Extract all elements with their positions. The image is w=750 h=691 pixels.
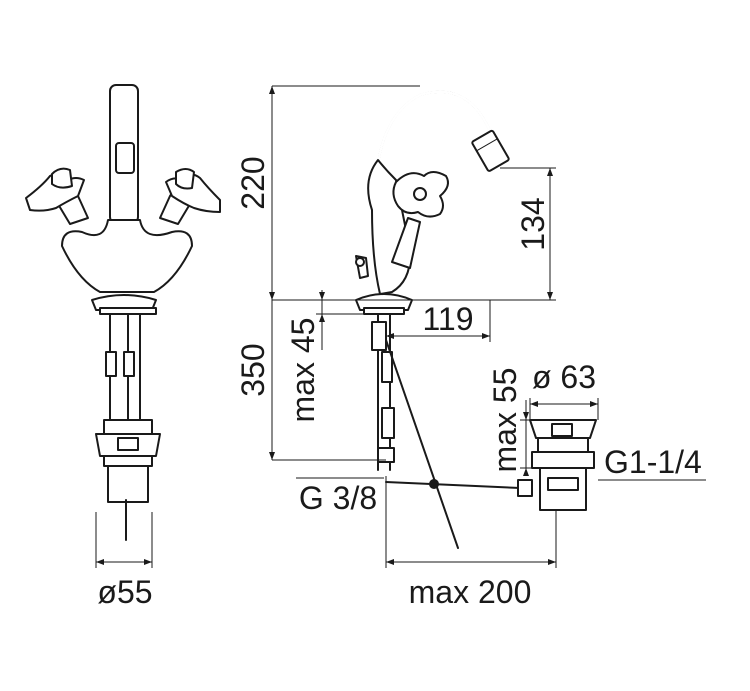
right-handle-icon: [159, 168, 221, 225]
rod-length-label: max 200: [409, 574, 532, 610]
max-thickness-label: max 45: [285, 318, 321, 423]
reach-label: 119: [422, 301, 473, 337]
side-handle-icon: [391, 171, 449, 269]
waste-diameter-label: ø 63: [532, 359, 596, 395]
front-view: ø55: [25, 84, 221, 610]
waste-height-label: max 55: [487, 368, 523, 473]
left-handle-icon: [25, 167, 89, 225]
outlet-height-label: 134: [515, 197, 551, 250]
side-view: [355, 90, 597, 549]
dimension-lines: 220 134 350 max 45 119 max 55 ø 63 G1-1/…: [235, 85, 706, 610]
waste-thread-label: G1-1/4: [604, 444, 702, 480]
spout-height-label: 220: [235, 156, 271, 209]
below-deck-label: 350: [235, 343, 271, 396]
supply-thread-label: G 3/8: [299, 480, 377, 516]
diameter-base-label: ø55: [97, 574, 152, 610]
